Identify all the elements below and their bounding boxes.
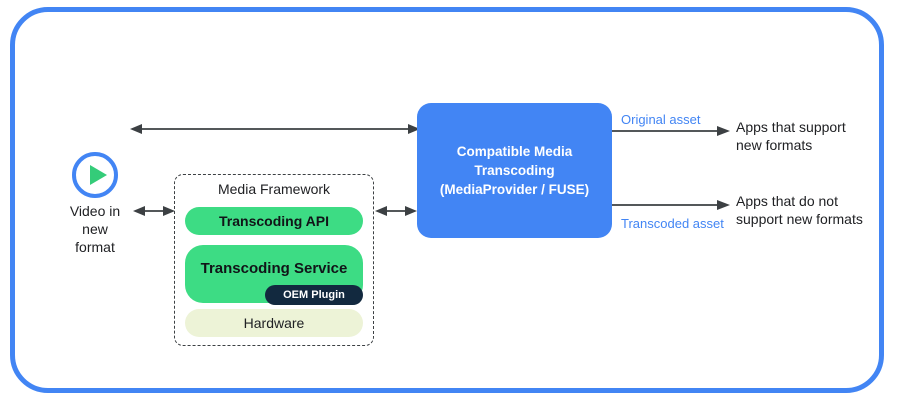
apps-that-do-not-support-new-formats-label: Apps that do not support new formats <box>736 193 863 227</box>
original-asset-label: Original asset <box>621 112 701 127</box>
hardware-box[interactable]: Hardware <box>185 309 363 337</box>
connector-source-to-framework <box>133 206 175 216</box>
transcoded-asset-label: Transcoded asset <box>621 216 724 231</box>
video-play-icon <box>72 152 118 198</box>
transcoding-api-label: Transcoding API <box>219 213 329 229</box>
hardware-label: Hardware <box>243 315 305 331</box>
connector-transcoding-to-apps-support <box>612 126 730 136</box>
media-framework-title: Media Framework <box>217 181 331 197</box>
video-source-caption: Video in new format <box>69 203 121 255</box>
media-framework-container: Media Framework <box>174 174 374 346</box>
oem-plugin-badge[interactable]: OEM Plugin <box>265 285 363 305</box>
apps-that-support-new-formats-label: Apps that support new formats <box>736 119 846 153</box>
play-triangle-icon <box>90 165 107 185</box>
compatible-media-transcoding-label: Compatible Media Transcoding (MediaProvi… <box>439 144 590 197</box>
compatible-media-transcoding-box[interactable]: Compatible Media Transcoding (MediaProvi… <box>417 103 612 238</box>
transcoding-service-label: Transcoding Service <box>200 259 348 277</box>
connector-framework-to-transcoding <box>375 206 417 216</box>
transcoding-api-box[interactable]: Transcoding API <box>185 207 363 235</box>
oem-plugin-label: OEM Plugin <box>283 289 345 301</box>
connector-source-to-transcoding-top <box>130 124 420 134</box>
outer-frame <box>10 7 884 393</box>
connector-transcoding-to-apps-nosupport <box>612 200 730 210</box>
